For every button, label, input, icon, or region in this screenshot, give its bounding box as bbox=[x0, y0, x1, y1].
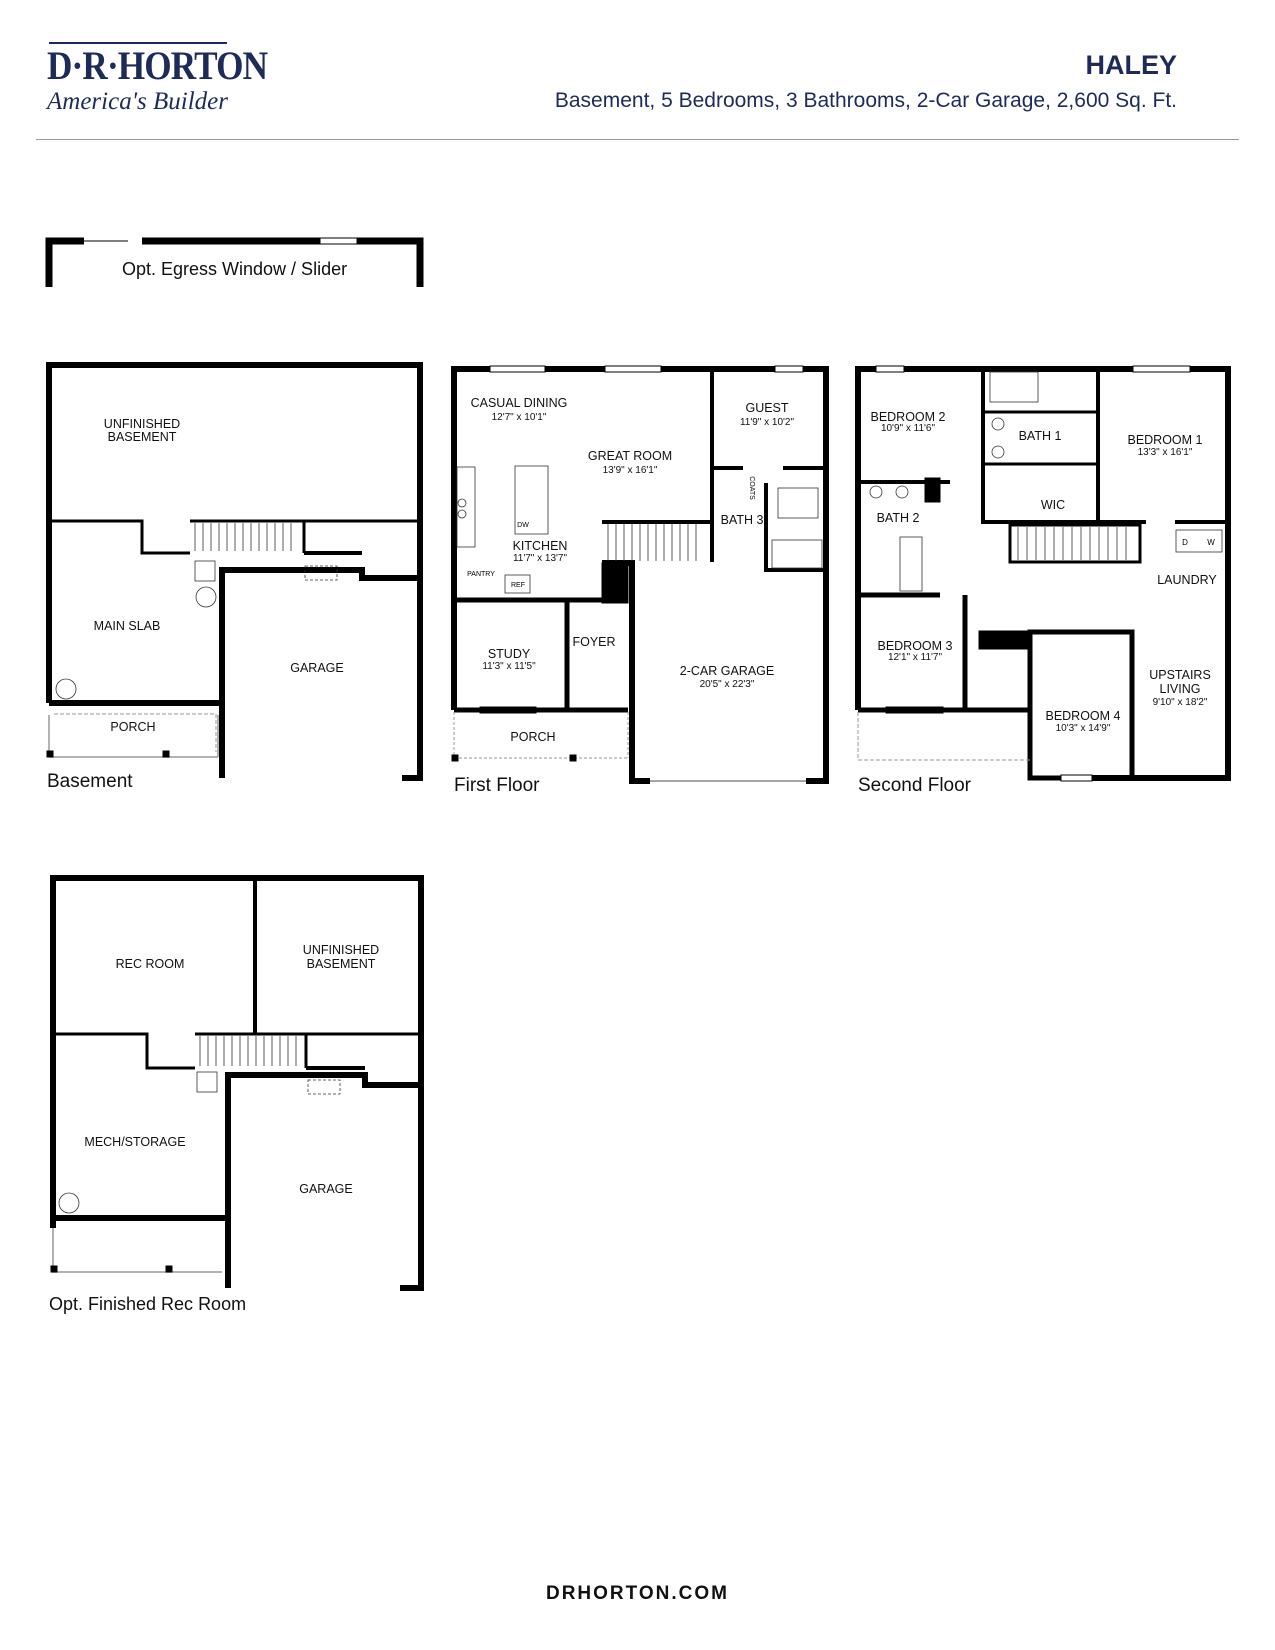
first-floor-labels: CASUAL DINING 12'7" x 10'1" GREAT ROOM 1… bbox=[467, 396, 794, 744]
basement-labels: UNFINISHED BASEMENT MAIN SLAB GARAGE POR… bbox=[94, 417, 344, 734]
logo-brand: D·R·HORTON bbox=[47, 43, 268, 88]
basement-caption: Basement bbox=[47, 771, 133, 792]
second-floor-labels: BEDROOM 2 10'9" x 11'6" BATH 1 BEDROOM 1… bbox=[870, 410, 1217, 734]
svg-text:PORCH: PORCH bbox=[110, 720, 155, 734]
svg-text:LIVING: LIVING bbox=[1160, 682, 1201, 696]
plan-name: HALEY bbox=[1085, 50, 1177, 80]
svg-text:11'3" x 11'5": 11'3" x 11'5" bbox=[482, 661, 536, 672]
second-floor-plan bbox=[855, 365, 1231, 782]
svg-text:GUEST: GUEST bbox=[745, 401, 788, 415]
svg-text:GARAGE: GARAGE bbox=[290, 661, 344, 675]
svg-text:BEDROOM 1: BEDROOM 1 bbox=[1127, 433, 1202, 447]
svg-text:PANTRY: PANTRY bbox=[467, 571, 495, 578]
svg-text:WIC: WIC bbox=[1041, 498, 1065, 512]
svg-text:BEDROOM 2: BEDROOM 2 bbox=[870, 410, 945, 424]
egress-window-label: Opt. Egress Window / Slider bbox=[122, 259, 348, 279]
svg-text:UNFINISHED: UNFINISHED bbox=[104, 417, 180, 431]
svg-text:UNFINISHED: UNFINISHED bbox=[303, 943, 379, 957]
svg-text:FOYER: FOYER bbox=[572, 635, 615, 649]
svg-text:11'7" x 13'7": 11'7" x 13'7" bbox=[513, 553, 568, 564]
header-divider bbox=[36, 139, 1239, 140]
svg-text:REC ROOM: REC ROOM bbox=[116, 957, 185, 971]
svg-text:9'10" x 18'2": 9'10" x 18'2" bbox=[1153, 697, 1208, 708]
svg-text:13'3" x 16'1": 13'3" x 16'1" bbox=[1138, 447, 1193, 458]
svg-text:BEDROOM 3: BEDROOM 3 bbox=[877, 639, 952, 653]
svg-text:11'9" x 10'2": 11'9" x 10'2" bbox=[740, 417, 795, 428]
svg-text:CASUAL DINING: CASUAL DINING bbox=[471, 396, 568, 410]
svg-text:LAUNDRY: LAUNDRY bbox=[1157, 573, 1217, 587]
svg-text:2-CAR GARAGE: 2-CAR GARAGE bbox=[680, 664, 774, 678]
svg-text:12'7" x 10'1": 12'7" x 10'1" bbox=[492, 412, 547, 423]
svg-text:20'5" x 22'3": 20'5" x 22'3" bbox=[700, 679, 755, 690]
svg-text:BATH 1: BATH 1 bbox=[1019, 429, 1062, 443]
svg-text:W: W bbox=[1207, 538, 1215, 547]
logo-tagline: America's Builder bbox=[47, 88, 229, 115]
svg-text:REF: REF bbox=[511, 582, 525, 589]
svg-text:BATH 2: BATH 2 bbox=[877, 511, 920, 525]
svg-text:13'9" x 16'1": 13'9" x 16'1" bbox=[603, 465, 658, 476]
svg-text:BATH 3: BATH 3 bbox=[721, 513, 764, 527]
svg-text:MAIN SLAB: MAIN SLAB bbox=[94, 619, 161, 633]
svg-text:10'3" x 14'9": 10'3" x 14'9" bbox=[1056, 723, 1111, 734]
svg-text:BASEMENT: BASEMENT bbox=[307, 957, 376, 971]
rec-room-labels: REC ROOM UNFINISHED BASEMENT MECH/STORAG… bbox=[84, 943, 379, 1196]
egress-window-diagram bbox=[45, 237, 424, 287]
opt-rec-room-plan bbox=[50, 875, 424, 1291]
svg-text:BEDROOM 4: BEDROOM 4 bbox=[1045, 709, 1120, 723]
svg-text:10'9" x 11'6": 10'9" x 11'6" bbox=[881, 423, 936, 434]
rec-room-caption: Opt. Finished Rec Room bbox=[49, 1294, 247, 1314]
footer-url: DRHORTON.COM bbox=[545, 1583, 730, 1604]
svg-text:KITCHEN: KITCHEN bbox=[513, 539, 568, 553]
basement-plan bbox=[46, 362, 423, 781]
svg-text:GREAT ROOM: GREAT ROOM bbox=[588, 449, 672, 463]
drhorton-logo: D·R·HORTON America's Builder bbox=[47, 42, 268, 116]
svg-text:D: D bbox=[1182, 538, 1188, 547]
logo-rule bbox=[49, 42, 227, 44]
second-floor-caption: Second Floor bbox=[858, 775, 972, 796]
svg-text:MECH/STORAGE: MECH/STORAGE bbox=[84, 1135, 185, 1149]
first-floor-plan bbox=[451, 365, 829, 784]
svg-text:12'1" x 11'7": 12'1" x 11'7" bbox=[888, 652, 943, 663]
plan-summary: Basement, 5 Bedrooms, 3 Bathrooms, 2-Car… bbox=[554, 89, 1177, 112]
plan-title-block: HALEY Basement, 5 Bedrooms, 3 Bathrooms,… bbox=[555, 50, 1177, 113]
svg-text:STUDY: STUDY bbox=[488, 647, 531, 661]
svg-text:PORCH: PORCH bbox=[510, 730, 555, 744]
svg-text:UPSTAIRS: UPSTAIRS bbox=[1149, 668, 1211, 682]
first-floor-caption: First Floor bbox=[454, 775, 540, 796]
svg-text:COATS: COATS bbox=[748, 476, 755, 500]
svg-text:GARAGE: GARAGE bbox=[299, 1182, 353, 1196]
svg-text:DW: DW bbox=[517, 522, 529, 529]
svg-text:BASEMENT: BASEMENT bbox=[108, 430, 177, 444]
